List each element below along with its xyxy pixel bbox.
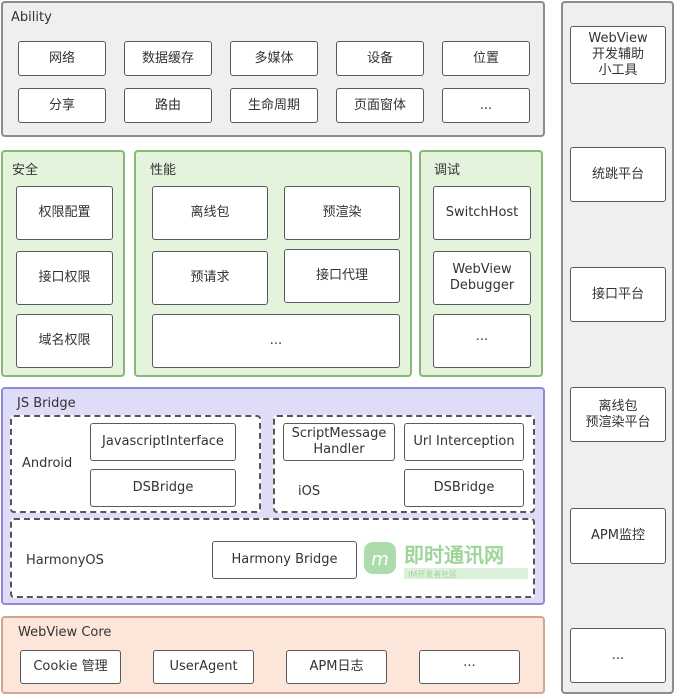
performance-item-api-proxy: 接口代理 [284,249,400,303]
performance-title: 性能 [150,163,177,178]
android-label: Android [22,456,73,471]
security-item-domain-permission: 域名权限 [16,314,113,368]
ability-item-data-cache: 数据缓存 [124,41,212,76]
ios-item-scriptmessage-handler: ScriptMessage Handler [283,423,395,461]
webview-core-title: WebView Core [18,625,112,640]
ability-item-device: 设备 [336,41,424,76]
ability-item-page-window: 页面窗体 [336,88,424,123]
svg-text:m: m [371,549,389,570]
core-item-more: ··· [419,650,520,684]
tools-sidebar [561,1,674,694]
harmonyos-label: HarmonyOS [26,553,104,568]
ability-item-share: 分享 [18,88,106,123]
debug-item-switchhost: SwitchHost [433,186,531,240]
security-item-api-permission: 接口权限 [16,251,113,305]
sidebar-item-offline-prerender-platform: 离线包 预渲染平台 [570,387,666,442]
android-item-dsbridge: DSBridge [90,469,236,507]
ios-item-url-interception: Url Interception [404,423,524,461]
sidebar-item-api-platform: 接口平台 [570,267,666,322]
harmony-bridge-item: Harmony Bridge [212,541,357,579]
debug-item-more: ··· [433,314,531,368]
sidebar-item-apm-monitor: APM监控 [570,508,666,564]
android-item-javascriptinterface: JavascriptInterface [90,423,236,461]
sidebar-item-routing-platform: 统跳平台 [570,147,666,202]
debug-title: 调试 [434,163,461,178]
sidebar-item-webview-tools: WebView 开发辅助 小工具 [570,26,666,84]
ios-label: iOS [298,484,321,499]
ability-item-lifecycle: 生命周期 [230,88,318,123]
debug-item-webview-debugger: WebView Debugger [433,251,531,305]
jsbridge-title: JS Bridge [17,396,76,411]
security-item-permission-config: 权限配置 [16,186,113,240]
ability-item-routing: 路由 [124,88,212,123]
ability-title: Ability [11,10,52,25]
security-title: 安全 [12,163,39,178]
ability-item-network: 网络 [18,41,106,76]
performance-item-more: ... [152,314,400,368]
ios-item-dsbridge: DSBridge [404,469,524,507]
core-item-useragent: UserAgent [153,650,254,684]
svg-text:即时通讯网: 即时通讯网 [404,543,504,567]
performance-item-offline-package: 离线包 [152,186,268,240]
svg-text:IM开发者社区: IM开发者社区 [408,569,457,579]
sidebar-item-more: ... [570,628,666,683]
performance-item-prefetch: 预请求 [152,251,268,305]
ability-item-more: ... [442,88,530,123]
core-item-cookie: Cookie 管理 [20,650,121,684]
core-item-apm-log: APM日志 [286,650,387,684]
watermark-logo: m 即时通讯网 IM开发者社区 [362,538,532,582]
ability-item-location: 位置 [442,41,530,76]
ability-item-multimedia: 多媒体 [230,41,318,76]
performance-item-prerender: 预渲染 [284,186,400,240]
